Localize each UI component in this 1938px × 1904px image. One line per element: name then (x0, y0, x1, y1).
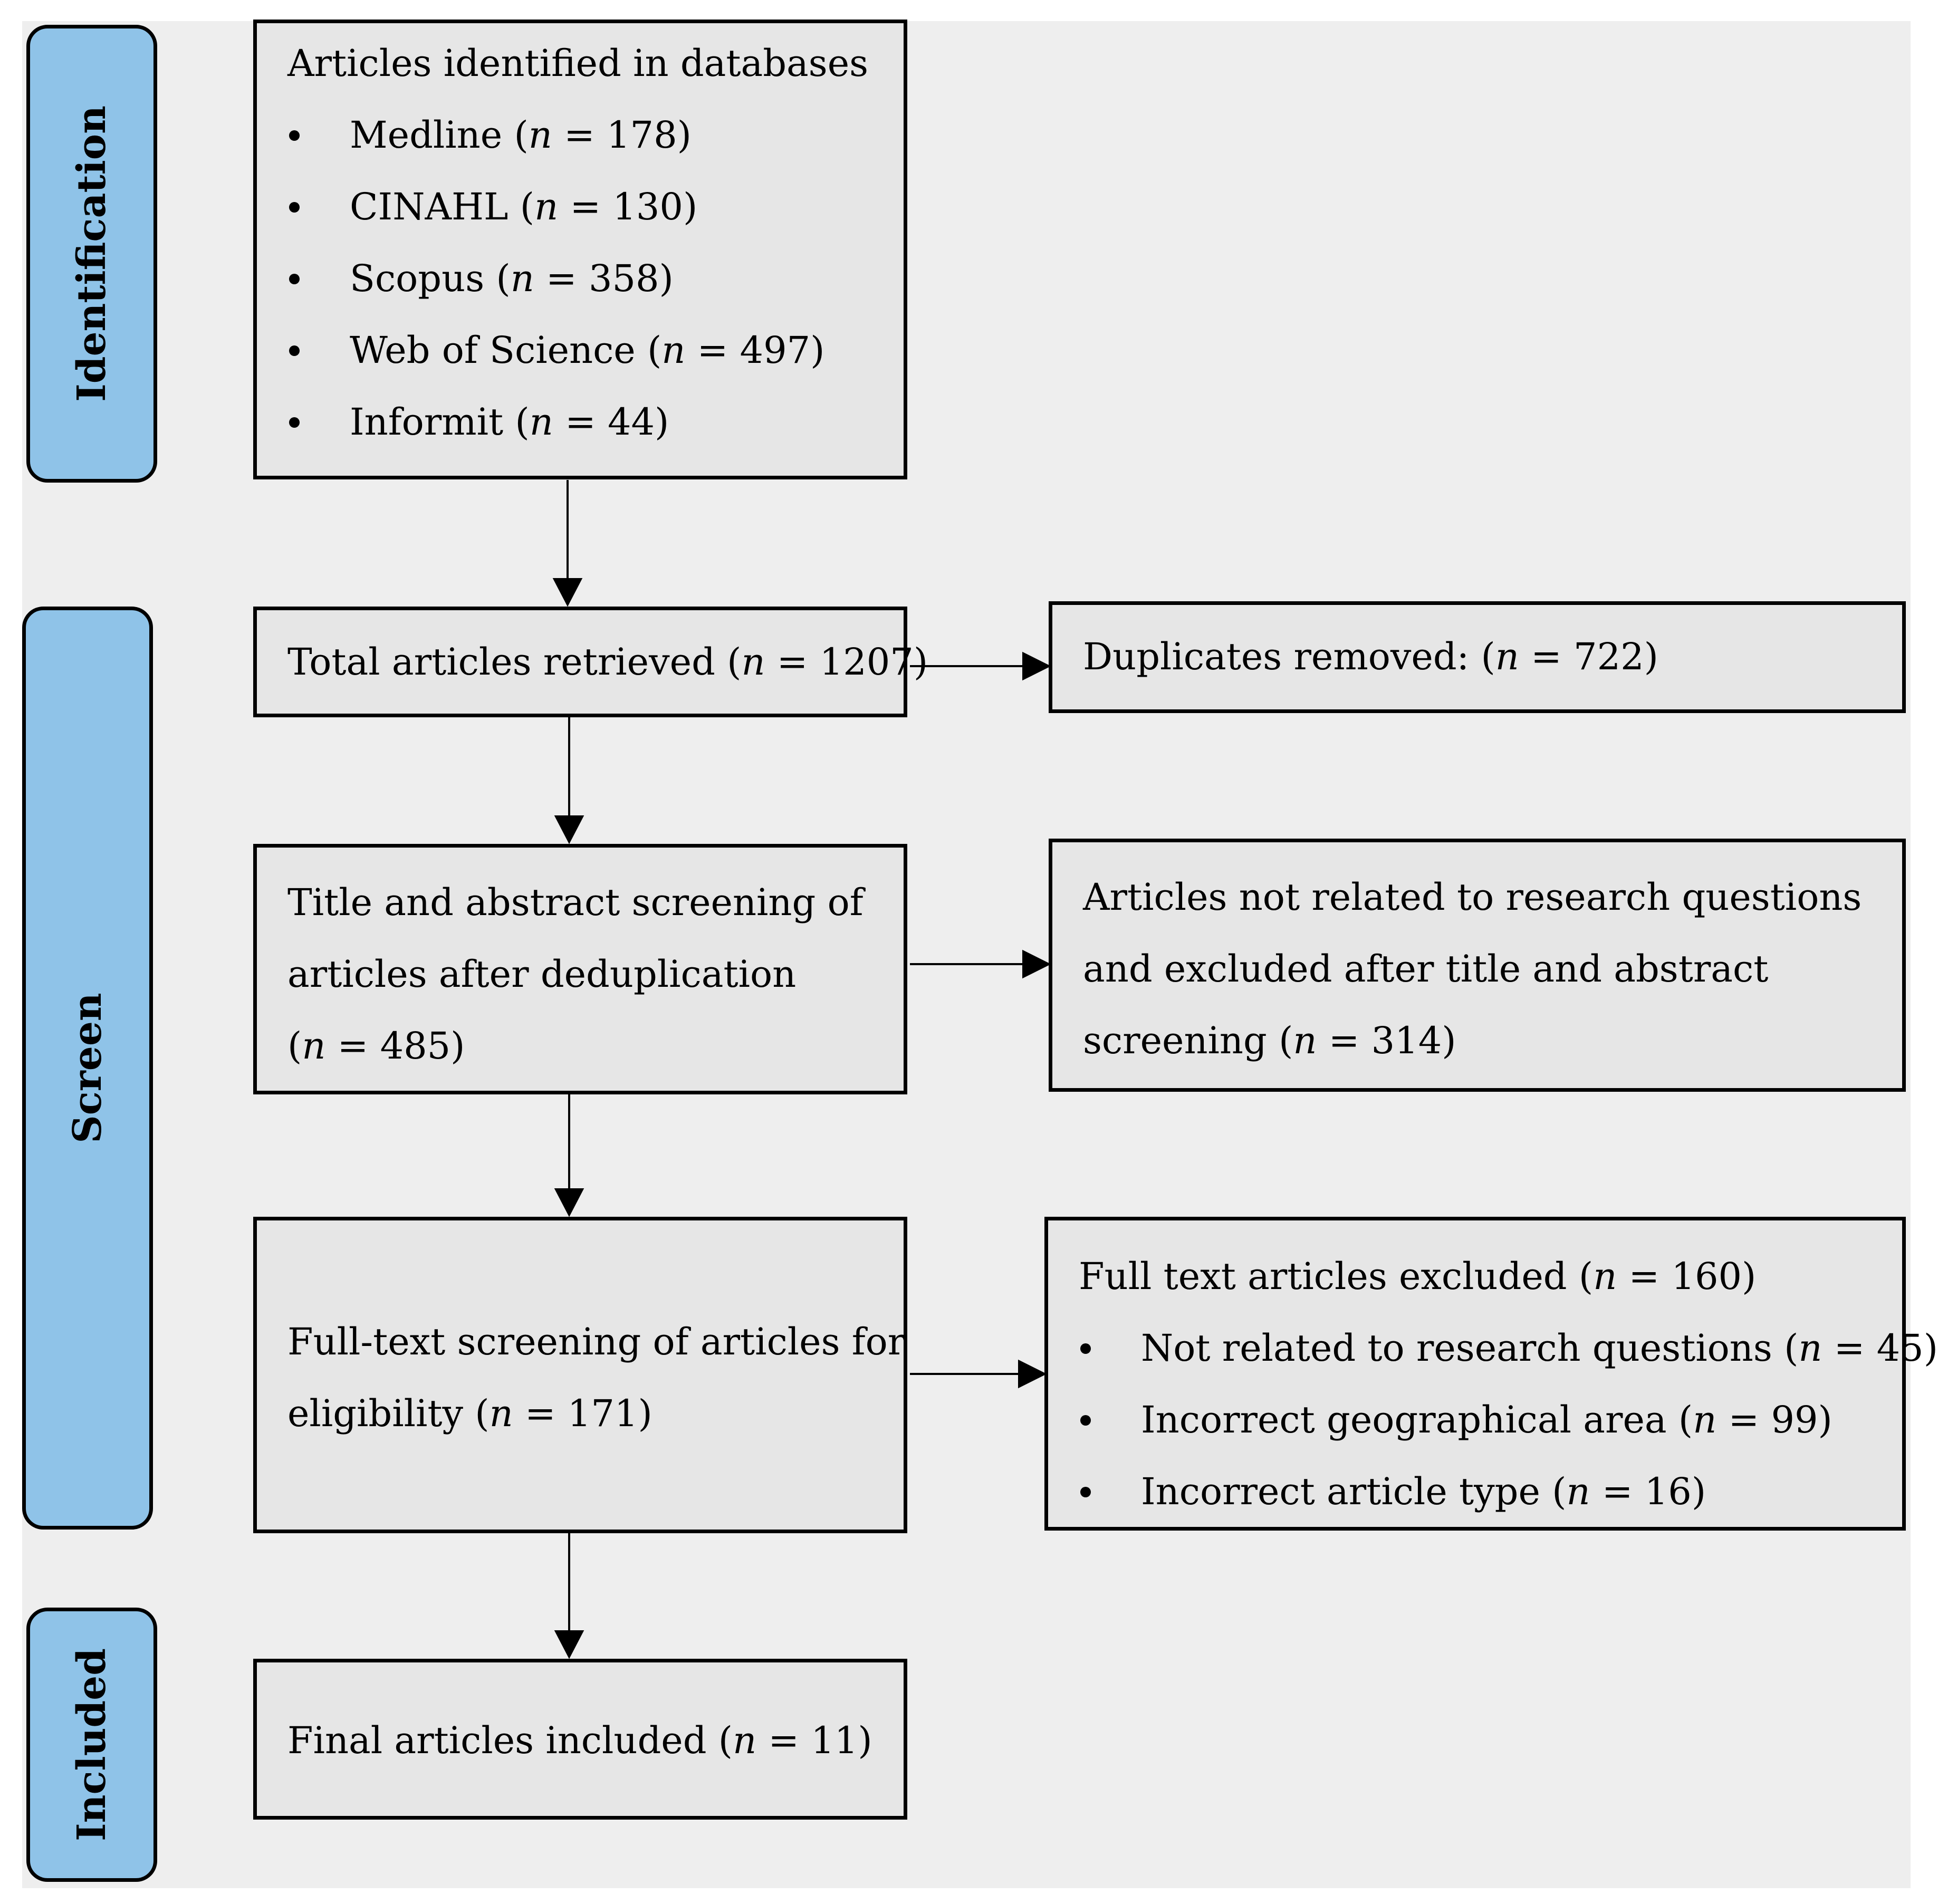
final-text: Final articles included (n = 11) (287, 1719, 872, 1762)
database-item: CINAHL (n = 130) (287, 171, 893, 243)
duplicates-box: Duplicates removed: (n = 722) (1049, 601, 1906, 713)
title-abstract-box: Title and abstract screening of articles… (253, 844, 907, 1094)
exclusion-reason-item: Incorrect geographical area (n = 99) (1079, 1384, 1892, 1456)
database-item: Medline (n = 178) (287, 99, 893, 171)
identified-box: Articles identified in databases Medline… (253, 20, 907, 479)
identified-heading: Articles identified in databases (287, 42, 869, 85)
fulltext-excluded-heading: Full text articles excluded (n = 160) (1079, 1255, 1757, 1298)
database-item: Web of Science (n = 497) (287, 314, 893, 386)
exclusion-reason-item: Incorrect article type (n = 16) (1079, 1456, 1892, 1527)
fulltext-line2: eligibility (n = 171) (287, 1392, 653, 1435)
title-abstract-count: (n = 485) (287, 1024, 465, 1068)
stage-screen: Screen (22, 607, 153, 1530)
not-related-line3: screening (n = 314) (1083, 1019, 1456, 1062)
not-related-line2: and excluded after title and abstract (1083, 947, 1769, 991)
database-list: Medline (n = 178) CINAHL (n = 130) Scopu… (287, 99, 893, 458)
database-item: Informit (n = 44) (287, 386, 893, 458)
fulltext-box: Full-text screening of articles for elig… (253, 1217, 907, 1533)
fulltext-excluded-box: Full text articles excluded (n = 160) No… (1044, 1217, 1938, 1531)
exclusion-reason-item: Not related to research questions (n = 4… (1079, 1312, 1938, 1384)
stage-identification: Identification (26, 25, 157, 483)
duplicates-text: Duplicates removed: (n = 722) (1083, 635, 1658, 678)
not-related-box: Articles not related to research questio… (1049, 839, 1906, 1092)
database-item: Scopus (n = 358) (287, 243, 893, 314)
fulltext-line1: Full-text screening of articles for (287, 1320, 906, 1363)
exclusion-reason-list: Not related to research questions (n = 4… (1079, 1312, 1938, 1527)
title-abstract-line2: articles after deduplication (287, 953, 797, 996)
stage-included: Included (26, 1608, 157, 1882)
title-abstract-line1: Title and abstract screening of (287, 881, 864, 924)
not-related-line1: Articles not related to research questio… (1083, 876, 1862, 919)
retrieved-box: Total articles retrieved (n = 1207) (253, 607, 928, 717)
final-box: Final articles included (n = 11) (253, 1659, 907, 1820)
